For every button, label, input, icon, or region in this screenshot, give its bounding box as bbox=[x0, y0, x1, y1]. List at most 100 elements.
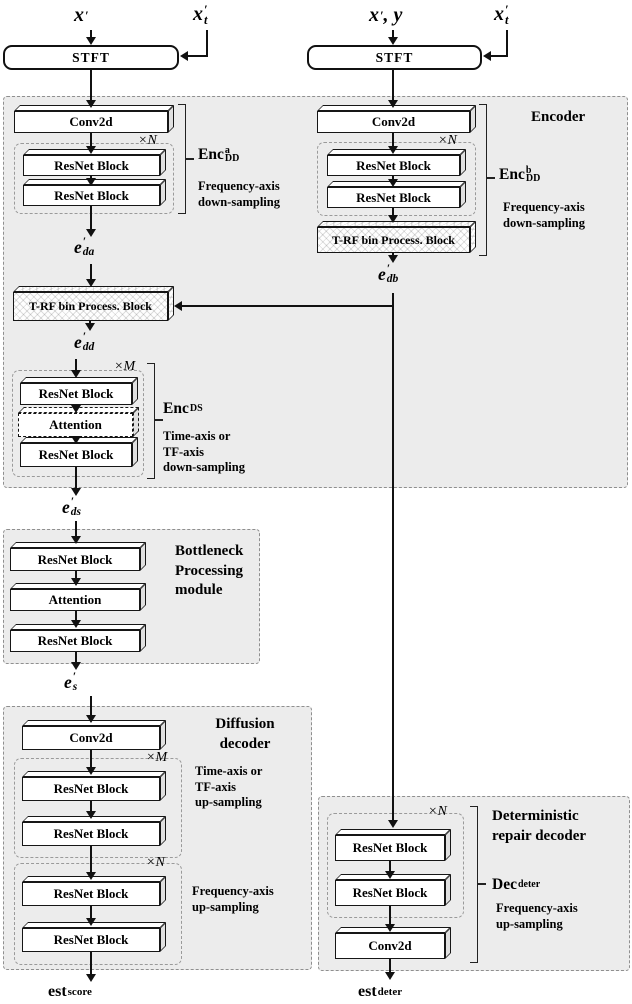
arrowhead-icon bbox=[71, 662, 81, 670]
arrow-connector bbox=[90, 206, 92, 230]
arrow-connector bbox=[490, 55, 508, 57]
stft-box-left: STFT bbox=[3, 45, 179, 70]
resnet-block: ResNet Block bbox=[335, 829, 451, 861]
repeat-m-label: ×M bbox=[146, 750, 168, 765]
repeat-box-diff-freq bbox=[14, 863, 182, 965]
arrowhead-icon bbox=[71, 578, 81, 586]
arrowhead-icon bbox=[71, 536, 81, 544]
arrow-connector bbox=[90, 846, 92, 874]
bracket-tick bbox=[478, 883, 486, 885]
arrow-connector bbox=[392, 133, 394, 148]
arrowhead-icon bbox=[385, 871, 395, 879]
stft-label: STFT bbox=[375, 49, 414, 65]
bracket-dec-deter bbox=[470, 806, 478, 963]
resnet-block: ResNet Block bbox=[20, 377, 138, 405]
resnet-block: ResNet Block bbox=[22, 816, 166, 846]
input-x-prime-t-left: x′t bbox=[193, 2, 208, 27]
arrowhead-icon bbox=[385, 972, 395, 980]
arrowhead-icon bbox=[388, 146, 398, 154]
arrow-connector bbox=[389, 861, 391, 873]
resnet-block: ResNet Block bbox=[23, 149, 166, 176]
repeat-n-label: ×N bbox=[138, 133, 157, 148]
arrowhead-icon bbox=[86, 146, 96, 154]
arrow-connector bbox=[90, 696, 92, 717]
repeat-n-label: ×N bbox=[438, 133, 457, 148]
arrowhead-icon bbox=[174, 301, 182, 311]
arrowhead-icon bbox=[71, 488, 81, 496]
arrow-connector bbox=[389, 959, 391, 974]
resnet-block: ResNet Block bbox=[327, 149, 466, 176]
resnet-block: ResNet Block bbox=[22, 771, 166, 801]
arrow-connector bbox=[392, 30, 394, 39]
arrowhead-icon bbox=[388, 820, 398, 828]
trf-bin-process-block-left: T-RF bin Process. Block bbox=[13, 286, 174, 321]
arrow-connector bbox=[75, 611, 77, 622]
arrowhead-icon bbox=[86, 100, 96, 108]
arrowhead-icon bbox=[71, 405, 81, 413]
repeat-m-label: ×M bbox=[114, 359, 136, 374]
bracket-enc-a bbox=[178, 104, 186, 214]
arrowhead-icon bbox=[86, 767, 96, 775]
resnet-block: ResNet Block bbox=[22, 876, 166, 906]
arrowhead-icon bbox=[388, 100, 398, 108]
arrowhead-icon bbox=[86, 37, 96, 45]
arrow-connector bbox=[90, 801, 92, 813]
e-ds-label: e′ds bbox=[62, 496, 82, 518]
arrow-connector bbox=[75, 467, 77, 489]
input-x-prime: x′ bbox=[74, 4, 89, 26]
bracket-tick bbox=[155, 419, 163, 421]
arrow-connector bbox=[90, 952, 92, 976]
arrow-connector bbox=[90, 906, 92, 920]
bracket-tick bbox=[487, 177, 495, 179]
resnet-block: ResNet Block bbox=[22, 922, 166, 952]
arrowhead-icon bbox=[388, 255, 398, 263]
arrowhead-icon bbox=[71, 370, 81, 378]
arrow-connector bbox=[75, 521, 77, 538]
resnet-block: ResNet Block bbox=[10, 542, 146, 571]
input-x-prime-t-right: x′t bbox=[494, 2, 509, 27]
cross-branch-line bbox=[181, 305, 394, 307]
repeat-n-label: ×N bbox=[146, 855, 165, 870]
e-da-label: e′da bbox=[74, 236, 95, 258]
arrow-connector bbox=[90, 30, 92, 39]
repeat-box-diff-time bbox=[14, 758, 182, 858]
arrow-connector bbox=[90, 133, 92, 148]
resnet-block: ResNet Block bbox=[327, 181, 466, 208]
repeat-n-label: ×N bbox=[428, 804, 447, 819]
stft-label: STFT bbox=[72, 49, 110, 65]
trf-bin-process-block-right: T-RF bin Process. Block bbox=[317, 221, 476, 253]
arrow-connector bbox=[75, 359, 77, 372]
conv2d-block-diffusion: Conv2d bbox=[22, 720, 166, 750]
arrowhead-icon bbox=[388, 179, 398, 187]
arrow-connector bbox=[187, 55, 208, 57]
arrowhead-icon bbox=[86, 872, 96, 880]
arrow-connector bbox=[90, 70, 92, 102]
arrow-connector bbox=[392, 208, 394, 217]
e-db-label: e′db bbox=[378, 263, 399, 285]
resnet-block: ResNet Block bbox=[23, 179, 166, 206]
stft-box-right: STFT bbox=[307, 45, 482, 70]
arrowhead-icon bbox=[86, 974, 96, 982]
arrowhead-icon bbox=[86, 811, 96, 819]
arrowhead-icon bbox=[388, 37, 398, 45]
arrowhead-icon bbox=[86, 178, 96, 186]
conv2d-block-enc-a: Conv2d bbox=[14, 105, 174, 133]
conv2d-block-enc-b: Conv2d bbox=[317, 105, 476, 133]
arrow-connector bbox=[392, 176, 394, 181]
resnet-block: ResNet Block bbox=[20, 437, 138, 467]
arrow-connector bbox=[389, 906, 391, 926]
arrowhead-icon bbox=[86, 715, 96, 723]
arrow-connector bbox=[90, 264, 92, 281]
bracket-enc-ds bbox=[147, 363, 155, 479]
